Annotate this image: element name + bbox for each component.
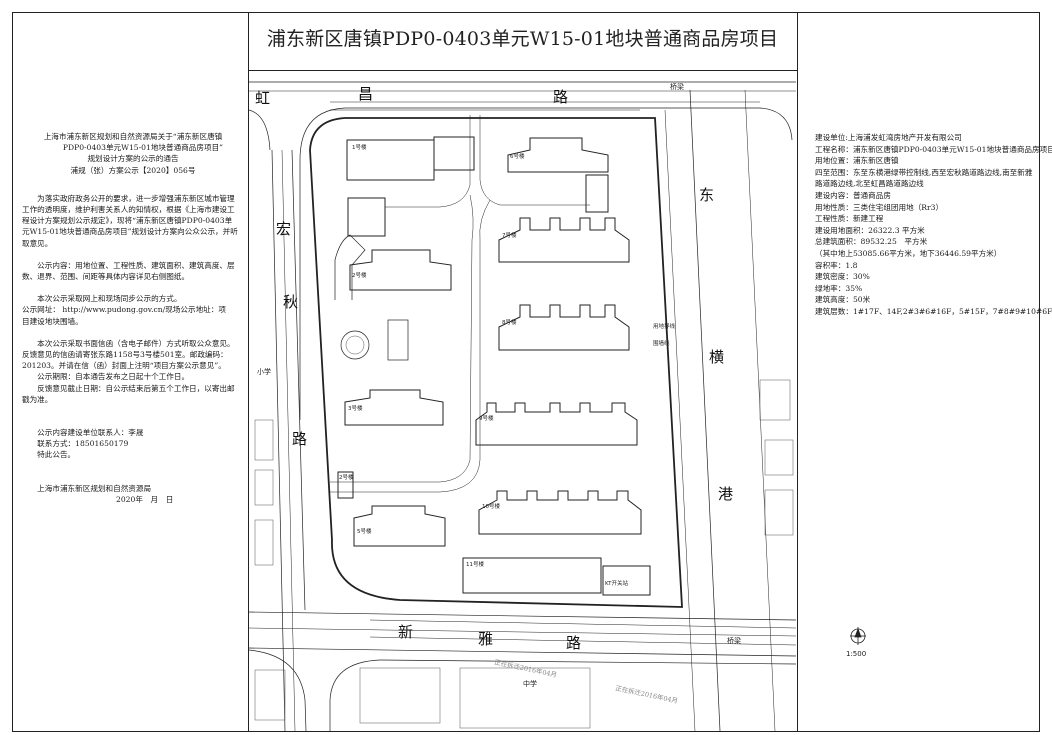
bridge-label: 桥梁 <box>670 82 684 91</box>
page-title: 浦东新区唐镇PDP0-0403单元W15-01地块普通商品房项目 <box>266 28 779 50</box>
public-notice: 上海市浦东新区规划和自然资源局关于“浦东新区唐镇 PDP0-0403单元W15-… <box>22 131 244 505</box>
info-line: 建设内容：普通商品房 <box>815 190 891 200</box>
info-line: 建设用地面积：26322.3 平方米 <box>815 225 925 235</box>
notice-header-line: 上海市浦东新区规划和自然资源局关于“浦东新区唐镇 <box>43 132 223 141</box>
notice-text: 公示网址： http://www.pudong.gov.cn/现场公示地址：项 <box>22 305 226 315</box>
notice-text: 201203。并请在信（函）封面上注明“项目方案公示意见”。 <box>22 361 226 371</box>
road-east-char: 东 <box>699 186 714 204</box>
building-6 <box>507 137 609 173</box>
road-south-char: 新 <box>398 623 413 641</box>
notice-date: 2020年 月 日 <box>116 494 174 504</box>
info-line: 容积率：1.8 <box>815 260 858 270</box>
notice-text: 戳为准。 <box>22 394 53 404</box>
notice-text: 反馈意见截止日期：自公示结束后第五个工作日，以寄出邮 <box>22 383 235 393</box>
building-labels: 1号楼 6号楼 2号楼 7号楼 8号楼 3号楼 9号楼 2号楼 10号楼 5号楼… <box>339 143 676 587</box>
notice-text: 本次公示采取网上和现场同步公示的方式。 <box>22 294 182 304</box>
notice-header-line: 规划设计方案的公示的通告 <box>87 154 179 164</box>
title-divider <box>248 70 797 71</box>
info-line: （其中地上53085.66平方米，地下36446.59平方米） <box>815 248 1002 258</box>
building-label: KT开关站 <box>605 579 629 587</box>
info-line: 建设单位:上海浦发虹湾房地产开发有限公司 <box>815 133 962 142</box>
notice-text: 为落实政府政务公开的要求，进一步增强浦东新区城市管理 <box>22 193 235 203</box>
notice-text: 元W15-01地块普通商品房项目”规划设计方案向公众公示，并听 <box>22 227 238 237</box>
notice-header-line: PDP0-0403单元W15-01地块普通商品房项目” <box>62 143 224 153</box>
notice-text: 程设计方案规划公示规定》，现将“浦东新区唐镇PDP0-0403单 <box>22 216 233 226</box>
notice-text: 公示内容：用地位置、工程性质、建筑面积、建筑高度、层 <box>22 260 235 270</box>
info-line: 建筑层数：1#17F、14F,2#3#6#16F，5#15F，7#8#9#10#… <box>815 306 1052 316</box>
building-label: 5号楼 <box>357 527 372 535</box>
notice-text: 公示期限：自本通告发布之日起十个工作日。 <box>22 372 190 382</box>
building-7 <box>498 217 630 263</box>
divider <box>248 12 249 732</box>
closing: 特此公告。 <box>22 450 76 460</box>
info-line: 建筑密度：30% <box>815 272 870 282</box>
primary-school-label: 小学 <box>257 367 271 376</box>
signature: 上海市浦东新区规划和自然资源局 <box>22 483 152 493</box>
building-label: 1号楼 <box>352 143 367 151</box>
info-line: 用地性质：三类住宅组团用地（Rr3） <box>815 202 944 212</box>
road-west-char: 宏 <box>276 220 291 238</box>
road-labels: 虹 昌 路 东 横 港 宏 秋 路 新 雅 路 <box>255 85 733 652</box>
building-5 <box>353 505 446 547</box>
road-east-char: 港 <box>718 485 733 503</box>
info-line: 工程性质：新建工程 <box>815 214 884 224</box>
info-line: 路道路边线,北至虹昌路道路边线 <box>815 179 924 189</box>
kt-switch-station <box>602 565 651 596</box>
building-label: 11号楼 <box>466 560 484 568</box>
road-west-char: 秋 <box>283 293 298 311</box>
map-scale: 1:500 <box>846 650 867 658</box>
contact-person: 公示内容建设单位联系人：李晟 <box>22 428 144 438</box>
notice-text: 工作的透明度，维护利害关系人的知情权，根据《上海市建设工 <box>22 205 235 215</box>
building-2-small <box>337 471 354 499</box>
notice-text: 数、退界、范围、间距等具体内容详见右侧图纸。 <box>22 272 190 282</box>
notice-text: 反馈意见的信函请寄张东路1158号3号楼501室。邮政编码： <box>22 350 228 360</box>
notice-text: 取意见。 <box>22 238 53 248</box>
info-line: 总建筑面积：89532.25 平方米 <box>815 237 928 247</box>
building-2 <box>349 249 452 291</box>
north-arrow-icon <box>850 627 866 645</box>
road-north-char: 虹 <box>255 89 270 107</box>
info-line: 工程名称：浦东新区唐镇PDP0-0403单元W15-01地块普通商品房项目 <box>815 144 1052 154</box>
bridge-label: 桥梁 <box>727 636 741 645</box>
sheet-frame <box>12 12 1040 732</box>
info-line: 四至范围：东至东横港绿带控制线,西至宏秋路道路边线,南至新雅 <box>815 167 1033 177</box>
boundary-label: 围墙线 <box>653 339 670 347</box>
building-9 <box>475 402 638 446</box>
building-label: 6号楼 <box>510 152 525 160</box>
building-label: 9号楼 <box>479 414 494 422</box>
middle-school-label: 中学 <box>523 679 537 688</box>
building-label: 2号楼 <box>339 473 354 481</box>
road-north-char: 路 <box>553 88 568 106</box>
building-label: 8号楼 <box>502 318 517 326</box>
building-label: 2号楼 <box>352 271 367 279</box>
contact-phone: 联系方式：18501650179 <box>22 439 129 449</box>
notice-text: 本次公示采取书面信函（含电子邮件）方式听取公众意见。 <box>22 338 235 348</box>
notice-text: 目建设地块围墙。 <box>22 316 83 326</box>
road-west-char: 路 <box>292 430 307 448</box>
notice-header-line: 浦规（张）方案公示【2020】056号 <box>70 165 196 175</box>
divider <box>797 12 798 732</box>
building-10 <box>478 490 642 535</box>
road-north-char: 昌 <box>358 85 373 103</box>
demolition-note: 正在拆迁2016年04月 <box>615 683 679 705</box>
info-line: 绿地率：35% <box>815 283 863 293</box>
building-label: 3号楼 <box>348 404 363 412</box>
boundary-label: 用地界线 <box>653 322 676 330</box>
info-line: 建筑高度：50米 <box>815 295 871 305</box>
building-8 <box>498 304 630 351</box>
road-south-char: 路 <box>566 634 581 652</box>
building-label: 7号楼 <box>502 231 517 239</box>
building-3 <box>344 389 444 426</box>
building-label: 10号楼 <box>482 502 500 510</box>
road-south-char: 雅 <box>478 630 493 648</box>
building-11 <box>462 557 602 594</box>
info-line: 用地位置：浦东新区唐镇 <box>815 156 899 166</box>
road-east-char: 横 <box>709 348 724 366</box>
project-info: 建设单位:上海浦发虹湾房地产开发有限公司 工程名称：浦东新区唐镇PDP0-040… <box>815 132 1052 318</box>
